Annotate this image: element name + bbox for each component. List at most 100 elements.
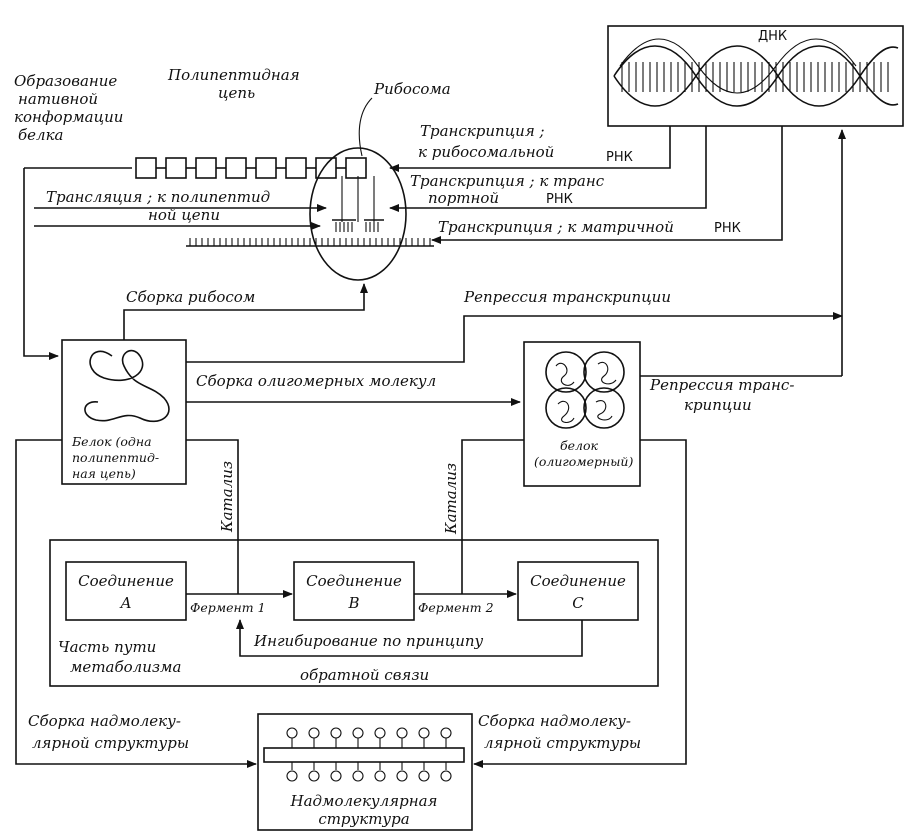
transcription-trna-arrow: [389, 126, 707, 212]
ribosome-assembly-label: Сборка рибосом: [126, 288, 255, 306]
ribosome-pointer: [358, 97, 373, 157]
protein2-label-2: (олигомерный): [534, 454, 633, 469]
subunit-head: [286, 770, 298, 782]
polypeptide-chain-label-2: цепь: [218, 84, 255, 102]
catalysis-line-2: [461, 439, 524, 594]
transcription-mrna-arrow: [431, 126, 783, 244]
transcription-trna-label-1: Транскрипция ; к транс: [410, 172, 605, 190]
subunit-head: [352, 727, 364, 739]
ribosome: [309, 147, 407, 281]
mrna-strand: [186, 238, 434, 247]
subunit-head: [352, 770, 364, 782]
metabolic-pathway-box: [49, 539, 659, 687]
transcription-mrna-label-1: Транскрипция ; к матричной: [438, 218, 674, 236]
supra-right-label-1: Сборка надмолеку-: [478, 712, 631, 730]
native-conformation-label-4: белка: [18, 126, 63, 144]
subunit-head: [374, 770, 386, 782]
translation-label-1: Трансляция ; к полипептид: [46, 188, 270, 206]
subunit-head: [330, 770, 342, 782]
enzyme2-label: Фермент 2: [418, 600, 494, 615]
compound-a-box: [65, 561, 187, 621]
amino-acid-unit: [345, 157, 367, 179]
ribosome-label: Рибосома: [373, 80, 451, 98]
subunit-head: [418, 727, 430, 739]
repression-arrow-1: [186, 312, 843, 363]
metabolism-label-2: метаболизма: [70, 658, 181, 676]
repression-label-2b: крипции: [684, 396, 752, 414]
inhibition-label-1: Ингибирование по принципу: [253, 632, 484, 650]
protein2-label-1: белок: [560, 438, 599, 453]
supra-left-label-2: лярной структуры: [32, 734, 189, 752]
transcription-rrna-arrow: [389, 126, 671, 172]
polypeptide-chain: [135, 157, 367, 179]
amino-acid-unit: [225, 157, 247, 179]
compound-b-label-1: Соединение: [306, 572, 402, 590]
supra-assembly-right-arrow: [473, 439, 687, 768]
catalysis-line-1: [186, 439, 239, 594]
subunit-head: [308, 770, 320, 782]
compound-c-label-1: Соединение: [530, 572, 626, 590]
transcription-rrna-label-1: Транскрипция ;: [420, 122, 545, 140]
compound-a-label-1: Соединение: [78, 572, 174, 590]
catalysis-label-2: Катализ: [442, 463, 460, 535]
protein-single-chain-box: Белок (одна полипептид- ная цепь): [61, 339, 187, 485]
dna-box: ДНК: [607, 25, 904, 127]
supramolecular-structure-box: Надмолекулярная структура: [257, 713, 473, 831]
catalysis-label-1: Катализ: [218, 461, 236, 533]
protein-oligomeric-box: белок (олигомерный): [523, 341, 641, 487]
subunit-head: [396, 770, 408, 782]
translation-label-2: ной цепи: [148, 206, 220, 224]
native-conformation-arrow: [23, 168, 59, 360]
compound-b-label-2: В: [347, 594, 359, 612]
transcription-trna-label-2: портной: [428, 189, 499, 207]
amino-acid-unit: [255, 157, 277, 179]
compound-c-box: [517, 561, 639, 621]
ribosome-body: [309, 147, 407, 281]
compound-c-label-2: С: [572, 594, 584, 612]
supra-left-label-1: Сборка надмолеку-: [28, 712, 181, 730]
subunit-head: [440, 727, 452, 739]
protein-coil: [84, 349, 170, 423]
protein1-label-2: полипептид-: [72, 450, 159, 465]
supra-label-2: структура: [318, 810, 409, 828]
feedback-inhibition-arrow: [236, 619, 583, 657]
supra-assembly-left-arrow: [15, 439, 257, 768]
amino-acid-unit: [165, 157, 187, 179]
protein1-label-3: ная цепь): [72, 466, 136, 481]
transcription-mrna-label-2: РНК: [714, 221, 741, 236]
dna-strand-3: [619, 38, 857, 94]
native-conformation-label-2: нативной: [18, 90, 98, 108]
subunit-head: [330, 727, 342, 739]
polypeptide-chain-label-1: Полипептидная: [167, 66, 300, 84]
subunit-head: [286, 727, 298, 739]
inhibition-label-2: обратной связи: [300, 666, 429, 684]
dna-strand-2: [613, 45, 899, 107]
ribosome-assembly-arrow: [123, 283, 368, 340]
amino-acid-unit: [135, 157, 157, 179]
amino-acid-unit: [285, 157, 307, 179]
compound-b-box: [293, 561, 415, 621]
transcription-rrna-label-2: к рибосомальной: [418, 143, 554, 161]
subunit-head: [374, 727, 386, 739]
metabolism-label-1: Часть пути: [58, 638, 156, 656]
protein1-label-1: Белок (одна: [71, 434, 152, 449]
native-conformation-label-3: конформации: [14, 108, 123, 126]
transcription-rrna-label-3: РНК: [606, 150, 633, 165]
dna-base-pairs: [621, 62, 889, 92]
subunit-head: [440, 770, 452, 782]
compound-a-label-2: А: [119, 594, 131, 612]
transcription-trna-label-3: РНК: [546, 192, 573, 207]
supra-right-label-2: лярной структуры: [484, 734, 641, 752]
subunit-head: [418, 770, 430, 782]
supra-label-1: Надмолекулярная: [290, 792, 438, 810]
subunit-head: [308, 727, 320, 739]
repression-label-1: Репрессия транскрипции: [463, 288, 671, 306]
amino-acid-unit: [195, 157, 217, 179]
oligomer-assembly-label: Сборка олигомерных молекул: [196, 372, 436, 390]
dna-label: ДНК: [758, 29, 787, 44]
native-conformation-label-1: Образование: [14, 72, 117, 90]
enzyme1-label: Фермент 1: [190, 600, 266, 615]
dna-strand-1: [613, 45, 899, 107]
